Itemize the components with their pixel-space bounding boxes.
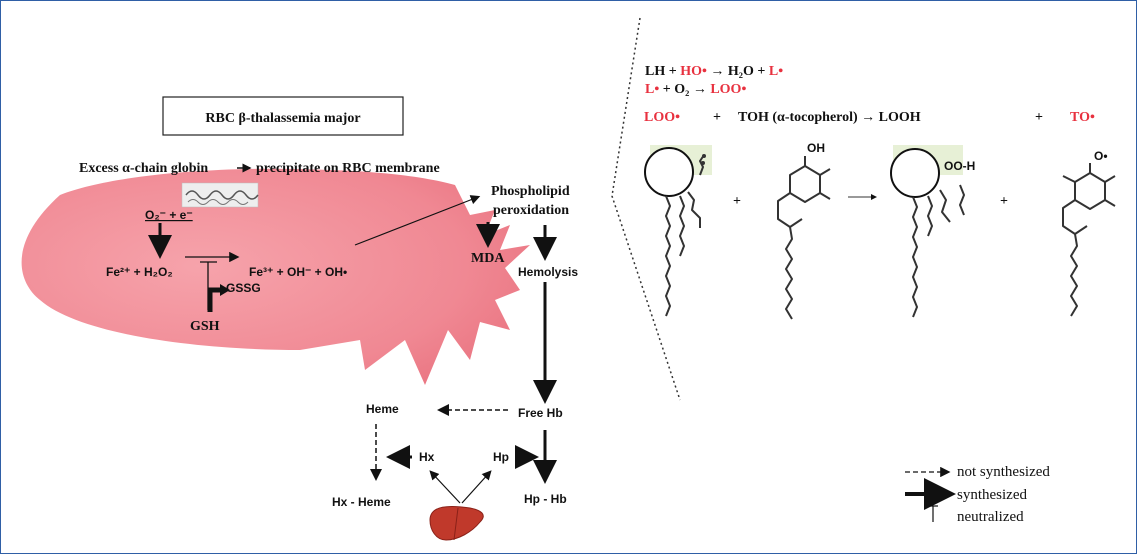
equation-1: LH + HO• → H₂O + L• xyxy=(645,64,783,79)
hx-heme-label: Hx - Heme xyxy=(332,495,391,509)
o2-electron-label: O₂⁻ + e⁻ xyxy=(145,208,193,222)
precipitate-label: precipitate on RBC membrane xyxy=(256,161,440,176)
plus-sign-2: + xyxy=(1000,194,1008,209)
equation-3-main: TOH (α-tocopherol) → LOOH xyxy=(738,110,921,125)
equation-3-plus-2: + xyxy=(1035,110,1043,125)
hp-hb-label: Hp - Hb xyxy=(524,492,567,506)
legend: not synthesized synthesized neutralized xyxy=(905,464,1050,525)
loo-radical-label: LOO• xyxy=(644,110,680,125)
legend-synthesized: synthesized xyxy=(957,487,1027,503)
equation-3-plus-1: + xyxy=(713,110,721,125)
hp-label: Hp xyxy=(493,450,509,464)
legend-not-synthesized: not synthesized xyxy=(957,464,1050,480)
lipid-hydroperoxide-molecule xyxy=(890,145,965,318)
title-text: RBC β-thalassemia major xyxy=(205,111,360,126)
title-box xyxy=(162,96,404,136)
gsh-label: GSH xyxy=(190,319,220,334)
mda-label: MDA xyxy=(471,251,505,266)
panel-divider xyxy=(611,17,681,401)
equation-2: L• + O₂ → LOO• xyxy=(645,82,746,97)
hx-label: Hx xyxy=(419,450,435,464)
fe3-oh-label: Fe³⁺ + OH⁻ + OH• xyxy=(249,265,347,279)
to-radical-label: TO• xyxy=(1070,110,1095,125)
legend-neutralized: neutralized xyxy=(957,509,1024,525)
liver-icon xyxy=(429,506,484,541)
free-hb-label: Free Hb xyxy=(518,406,563,420)
oh-label: OH xyxy=(807,141,825,155)
o-radical-label: O• xyxy=(1094,149,1108,163)
heme-label: Heme xyxy=(366,402,399,416)
ooh-label: OO-H xyxy=(944,159,975,173)
peroxidation-label: peroxidation xyxy=(493,203,569,218)
globin-precipitate-icon xyxy=(181,182,259,208)
lipid-peroxyl-molecule xyxy=(644,145,712,317)
rbc-cell xyxy=(21,168,531,385)
tocopheroxyl-radical-molecule xyxy=(1062,163,1116,317)
plus-sign-1: + xyxy=(733,194,741,209)
fe2-h2o2-label: Fe²⁺ + H₂O₂ xyxy=(106,265,173,279)
tocopherol-molecule xyxy=(777,156,831,320)
gssg-label: GSSG xyxy=(226,281,261,295)
excess-globin-label: Excess α-chain globin xyxy=(79,161,208,176)
hemolysis-label: Hemolysis xyxy=(518,265,578,279)
phospholipid-label: Phospholipid xyxy=(491,184,570,199)
